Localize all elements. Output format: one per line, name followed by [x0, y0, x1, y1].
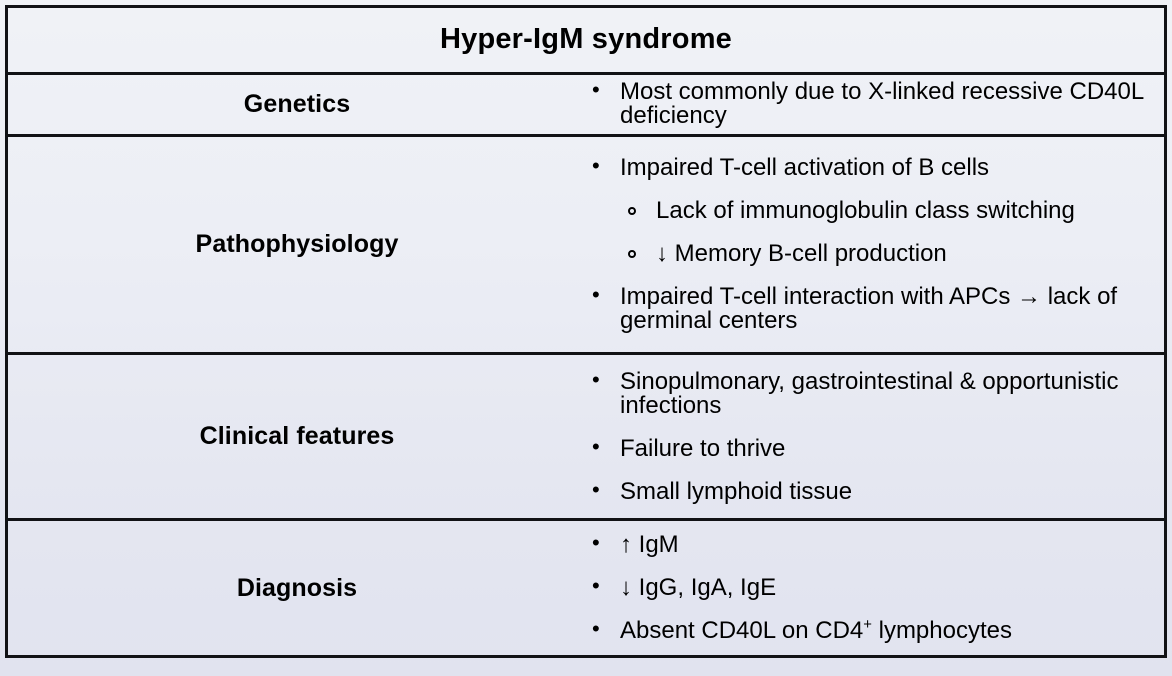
list-item: Small lymphoid tissue — [586, 477, 1164, 505]
page-title: Hyper-IgM syndrome — [439, 23, 733, 56]
list-item: Most commonly due to X-linked recessive … — [586, 78, 1164, 130]
row-label-genetics: Genetics — [8, 72, 586, 136]
sub-bullet-text: ↓ Memory B-cell production — [656, 239, 947, 267]
bullet-list-diagnosis: ↑ IgM ↓ IgG, IgA, IgE Absent CD40L on CD… — [586, 531, 1164, 645]
bullet-text: ↓ IgG, IgA, IgE — [620, 574, 777, 602]
list-item: Impaired T-cell interaction with APCs → … — [586, 282, 1164, 334]
list-item: Impaired T-cell activation of B cells La… — [586, 153, 1164, 267]
row-label-diagnosis: Diagnosis — [8, 518, 586, 655]
table-row-genetics: Genetics Most commonly due to X-linked r… — [8, 72, 1164, 136]
table-row-pathophysiology: Pathophysiology Impaired T-cell activati… — [8, 133, 1164, 354]
table-row-diagnosis: Diagnosis ↑ IgM ↓ IgG, IgA, IgE Absent C… — [8, 518, 1164, 655]
table-title-row: Hyper-IgM syndrome — [8, 8, 1164, 74]
row-content-genetics: Most commonly due to X-linked recessive … — [586, 72, 1164, 136]
bullet-text: Sinopulmonary, gastrointestinal & opport… — [620, 367, 1119, 419]
bullet-text: Absent CD40L on CD4+ lymphocytes — [620, 617, 1012, 645]
list-item: Sinopulmonary, gastrointestinal & opport… — [586, 367, 1164, 419]
list-item: Absent CD40L on CD4+ lymphocytes — [586, 617, 1164, 645]
bullet-text: ↑ IgM — [620, 531, 679, 559]
bullet-text: Failure to thrive — [620, 434, 786, 462]
row-content-pathophysiology: Impaired T-cell activation of B cells La… — [586, 133, 1164, 354]
table-title-cell: Hyper-IgM syndrome — [8, 8, 1164, 74]
row-content-diagnosis: ↑ IgM ↓ IgG, IgA, IgE Absent CD40L on CD… — [586, 518, 1164, 655]
hyper-igm-syndrome-table: Hyper-IgM syndrome Genetics Most commonl… — [5, 5, 1167, 658]
reference-table: Hyper-IgM syndrome Genetics Most commonl… — [8, 8, 1164, 655]
sub-list-item: ↓ Memory B-cell production — [620, 239, 1164, 267]
row-content-clinical-features: Sinopulmonary, gastrointestinal & opport… — [586, 352, 1164, 520]
row-label-clinical-features: Clinical features — [8, 352, 586, 520]
bullet-text: Impaired T-cell interaction with APCs → … — [620, 282, 1118, 334]
list-item: ↓ IgG, IgA, IgE — [586, 574, 1164, 602]
list-item: ↑ IgM — [586, 531, 1164, 559]
bullet-text: Impaired T-cell activation of B cells — [620, 153, 990, 181]
sub-bullet-list: Lack of immunoglobulin class switching ↓… — [620, 196, 1164, 267]
list-item: Failure to thrive — [586, 434, 1164, 462]
row-label-pathophysiology: Pathophysiology — [8, 133, 586, 354]
bullet-list-genetics: Most commonly due to X-linked recessive … — [586, 78, 1164, 130]
sub-list-item: Lack of immunoglobulin class switching — [620, 196, 1164, 224]
bullet-list-pathophysiology: Impaired T-cell activation of B cells La… — [586, 153, 1164, 334]
bullet-text: Small lymphoid tissue — [620, 477, 853, 505]
table-row-clinical-features: Clinical features Sinopulmonary, gastroi… — [8, 352, 1164, 520]
bullet-list-clinical-features: Sinopulmonary, gastrointestinal & opport… — [586, 367, 1164, 505]
bullet-text: Most commonly due to X-linked recessive … — [620, 78, 1144, 130]
sub-bullet-text: Lack of immunoglobulin class switching — [656, 196, 1075, 224]
